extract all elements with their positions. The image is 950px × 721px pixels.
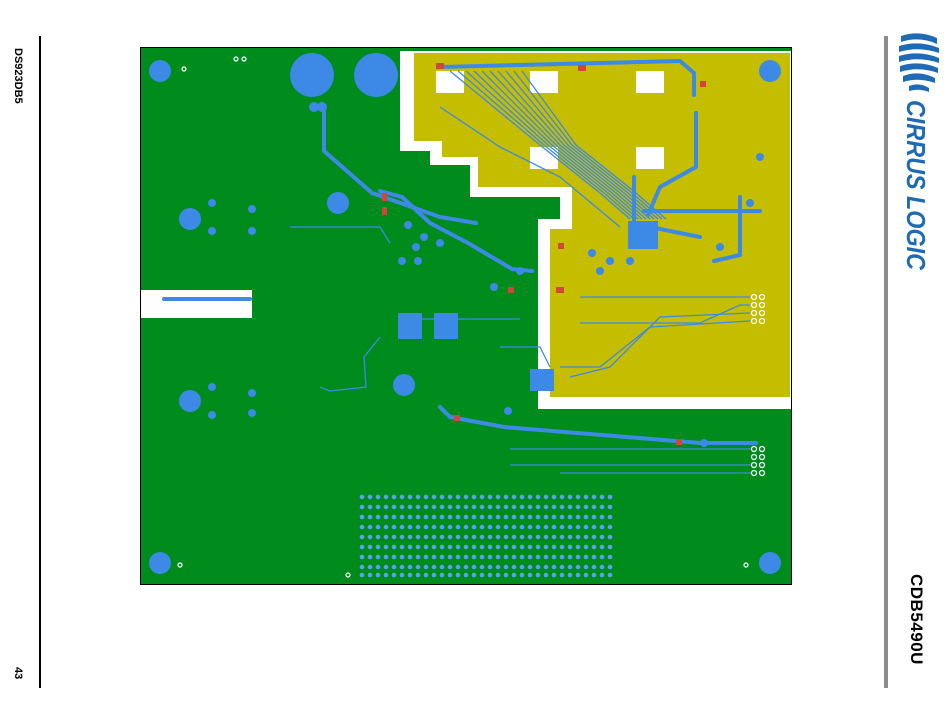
copper-opening bbox=[636, 147, 664, 169]
copper-opening bbox=[436, 71, 464, 93]
page-number: 43 bbox=[12, 667, 24, 679]
left-margin-rule bbox=[39, 36, 41, 688]
copper-opening bbox=[530, 71, 558, 93]
pcb-layout-image bbox=[140, 47, 792, 585]
cirrus-logic-logo: CIRRUS LOGIC ® bbox=[893, 30, 943, 270]
copper-opening bbox=[636, 71, 664, 93]
right-margin-rule bbox=[884, 36, 888, 688]
document-code: DS923DB5 bbox=[12, 48, 24, 104]
logo-wordmark: CIRRUS LOGIC bbox=[901, 100, 931, 270]
logo-swirl-icon bbox=[899, 33, 939, 92]
via-grid bbox=[358, 493, 614, 579]
board-name: CDB5490U bbox=[906, 574, 926, 665]
left-clearance bbox=[140, 290, 252, 318]
